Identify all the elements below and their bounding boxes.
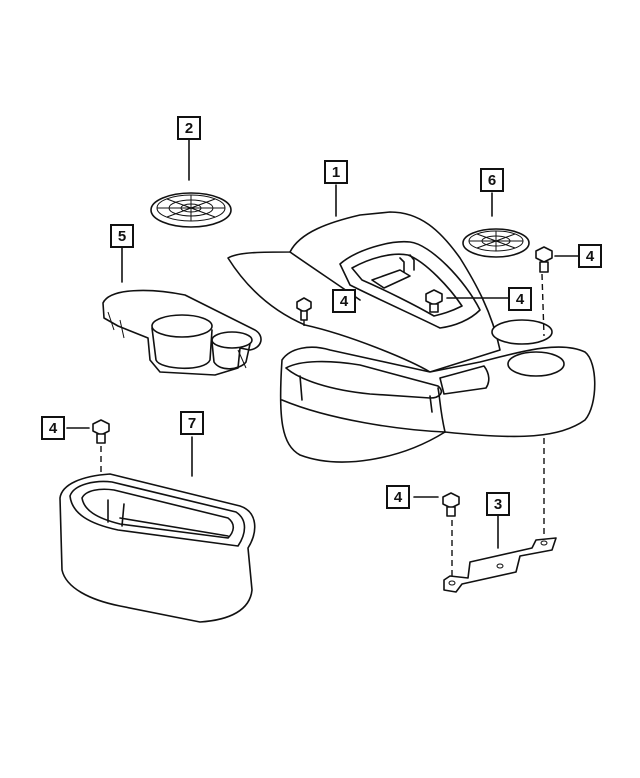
- callout-7: 7: [180, 411, 204, 435]
- screw-4-right: [535, 246, 553, 273]
- callout-1: 1: [324, 160, 348, 184]
- storage-bin-part-7: [59, 473, 256, 623]
- grille-part-6: [462, 228, 530, 258]
- callout-4-upper-left: 4: [332, 289, 356, 313]
- callout-4-bottom: 4: [386, 485, 410, 509]
- screw-4-upper-left: [296, 297, 312, 321]
- console-body-part-1: [227, 211, 596, 463]
- screw-4-left: [92, 419, 110, 444]
- screw-4-bottom: [442, 492, 460, 517]
- cupholder-insert-part-5: [102, 289, 262, 376]
- callout-6: 6: [480, 168, 504, 192]
- callout-4-right: 4: [578, 244, 602, 268]
- callout-4-center: 4: [508, 287, 532, 311]
- callout-4-left: 4: [41, 416, 65, 440]
- bracket-part-3: [443, 537, 557, 593]
- callout-2: 2: [177, 116, 201, 140]
- grille-part-2: [150, 192, 232, 228]
- dash-4-right: [541, 273, 545, 337]
- screw-4-center: [425, 289, 443, 313]
- callout-5: 5: [110, 224, 134, 248]
- callout-3: 3: [486, 492, 510, 516]
